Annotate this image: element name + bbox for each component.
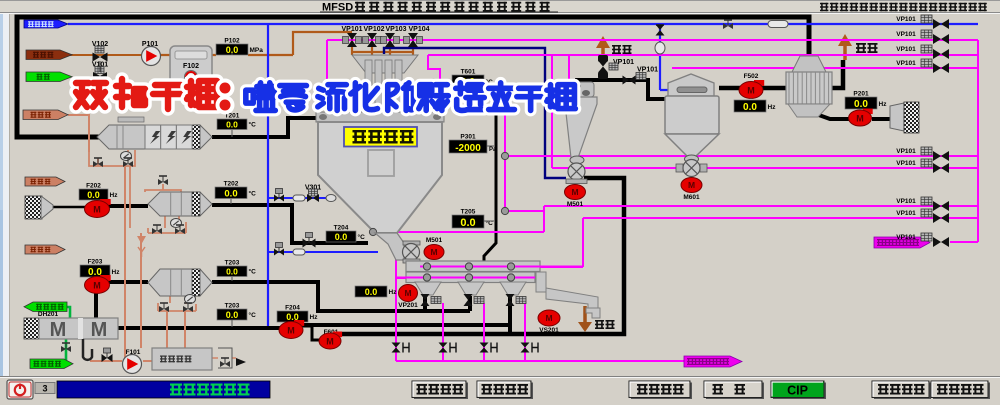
svg-text:°C: °C bbox=[249, 268, 257, 276]
svg-text:MPa: MPa bbox=[250, 47, 264, 54]
svg-text:0.0: 0.0 bbox=[365, 287, 378, 297]
svg-text:°C: °C bbox=[486, 219, 494, 227]
svg-text:T203: T203 bbox=[225, 303, 240, 310]
svg-text:3: 3 bbox=[42, 384, 47, 394]
svg-text:F102: F102 bbox=[183, 63, 199, 70]
svg-text:VP102: VP102 bbox=[363, 26, 384, 33]
svg-text:VP101: VP101 bbox=[896, 160, 916, 167]
svg-text:T203: T203 bbox=[225, 260, 240, 267]
svg-text:Pa: Pa bbox=[489, 147, 497, 153]
svg-text:VP101: VP101 bbox=[896, 31, 916, 38]
svg-text:T202: T202 bbox=[224, 181, 239, 188]
svg-text:M: M bbox=[91, 319, 108, 341]
svg-text:VP101: VP101 bbox=[896, 148, 916, 155]
svg-text:P102: P102 bbox=[224, 38, 240, 45]
svg-text:0.0: 0.0 bbox=[286, 312, 299, 322]
svg-text:0.0: 0.0 bbox=[460, 217, 475, 229]
svg-text:0.0: 0.0 bbox=[226, 119, 238, 129]
svg-text:M: M bbox=[404, 288, 411, 298]
svg-text:0.0: 0.0 bbox=[743, 102, 757, 113]
svg-text:M501: M501 bbox=[567, 201, 584, 208]
svg-text:P101: P101 bbox=[142, 41, 158, 48]
svg-text:VP101: VP101 bbox=[341, 26, 362, 33]
svg-text:M: M bbox=[287, 325, 295, 335]
svg-text:VP101: VP101 bbox=[896, 46, 916, 53]
svg-text:VP101: VP101 bbox=[637, 67, 658, 74]
svg-text:V102: V102 bbox=[92, 41, 108, 48]
svg-text:M: M bbox=[93, 280, 101, 290]
svg-text:Hz: Hz bbox=[879, 101, 888, 108]
svg-text:F601: F601 bbox=[324, 329, 339, 336]
svg-text:Hz: Hz bbox=[110, 192, 119, 199]
svg-text:Hz: Hz bbox=[310, 314, 319, 321]
svg-text:VP101: VP101 bbox=[896, 234, 916, 241]
svg-text:M: M bbox=[545, 313, 552, 323]
svg-text:VP103: VP103 bbox=[385, 26, 406, 33]
svg-text:°C: °C bbox=[358, 233, 366, 241]
svg-text:M601: M601 bbox=[683, 194, 700, 201]
svg-text:0.0: 0.0 bbox=[226, 45, 239, 55]
svg-text:V301: V301 bbox=[305, 185, 321, 192]
svg-text:CIP: CIP bbox=[787, 384, 808, 398]
svg-text:F101: F101 bbox=[126, 349, 141, 356]
svg-text:VP101: VP101 bbox=[896, 60, 916, 67]
svg-text:0.0: 0.0 bbox=[226, 310, 239, 320]
svg-text:0.0: 0.0 bbox=[226, 266, 238, 276]
svg-text:°C: °C bbox=[249, 311, 257, 319]
svg-text:Hz: Hz bbox=[389, 289, 398, 296]
svg-text:M: M bbox=[688, 180, 695, 190]
svg-text:M: M bbox=[430, 247, 437, 257]
svg-text:M: M bbox=[571, 187, 578, 197]
svg-text:VP101: VP101 bbox=[896, 198, 916, 205]
svg-text:T204: T204 bbox=[334, 225, 349, 232]
svg-text:°C: °C bbox=[249, 190, 257, 198]
svg-text:F202: F202 bbox=[86, 183, 101, 190]
svg-text:0.0: 0.0 bbox=[224, 188, 237, 199]
svg-text:T201: T201 bbox=[225, 113, 240, 120]
svg-text:M: M bbox=[326, 336, 334, 346]
svg-text:M: M bbox=[747, 85, 755, 95]
svg-text:°C: °C bbox=[249, 121, 257, 129]
svg-text:P301: P301 bbox=[460, 134, 476, 141]
svg-text:F203: F203 bbox=[88, 259, 103, 266]
svg-text:DH201: DH201 bbox=[38, 311, 59, 318]
svg-text:VP101: VP101 bbox=[896, 210, 916, 217]
svg-text:T601: T601 bbox=[461, 69, 476, 76]
svg-text:M: M bbox=[93, 204, 101, 214]
svg-text:VP101: VP101 bbox=[613, 59, 634, 66]
svg-text:-2000: -2000 bbox=[455, 143, 481, 154]
svg-text:°C: °C bbox=[486, 78, 494, 86]
svg-text:VS201: VS201 bbox=[539, 327, 559, 334]
svg-text:VP201: VP201 bbox=[398, 302, 418, 309]
svg-text:T205: T205 bbox=[461, 209, 476, 216]
svg-text:Hz: Hz bbox=[768, 104, 777, 111]
svg-text:F204: F204 bbox=[285, 305, 300, 312]
svg-text:P201: P201 bbox=[853, 91, 869, 98]
svg-text:Hz: Hz bbox=[112, 269, 121, 276]
svg-text:0.0: 0.0 bbox=[335, 232, 348, 242]
svg-text:VP104: VP104 bbox=[408, 26, 429, 33]
svg-text:0.0: 0.0 bbox=[854, 99, 868, 110]
svg-text:M501: M501 bbox=[426, 237, 443, 244]
svg-text:0.0: 0.0 bbox=[87, 190, 100, 200]
svg-text:F502: F502 bbox=[744, 73, 759, 80]
svg-text:MFSD: MFSD bbox=[322, 2, 353, 14]
svg-text:0.0: 0.0 bbox=[88, 267, 102, 278]
svg-text:M: M bbox=[856, 113, 864, 123]
svg-text:M: M bbox=[50, 319, 67, 341]
svg-text:VP101: VP101 bbox=[896, 16, 916, 23]
